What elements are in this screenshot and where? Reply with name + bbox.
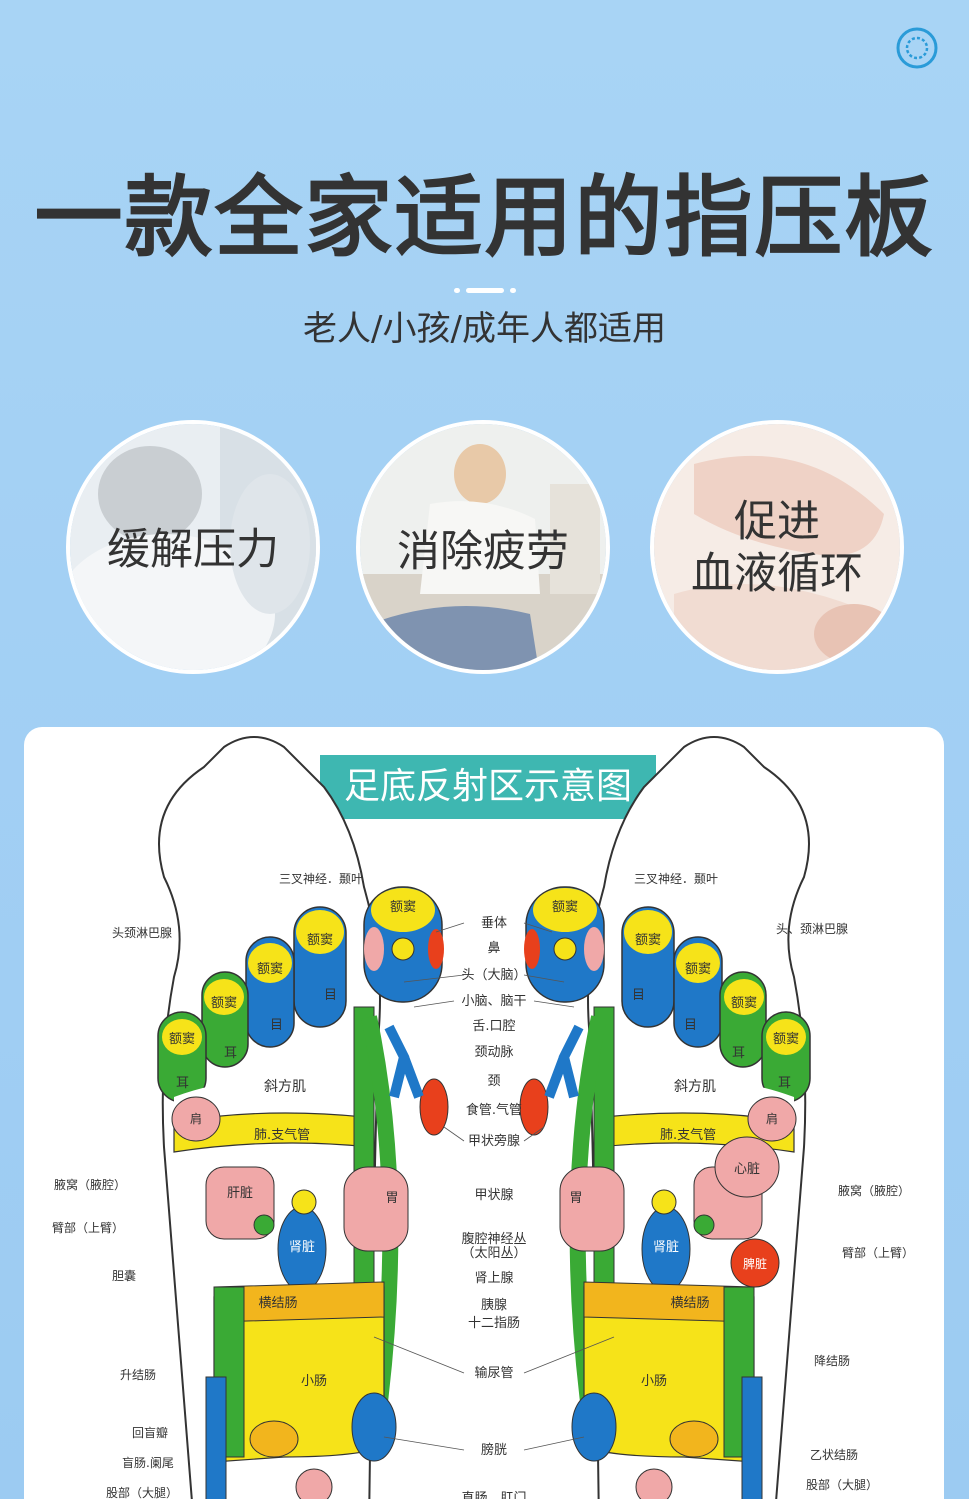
right-ear-label: 耳 [732, 1046, 745, 1061]
left-sinus-label-3: 额窦 [257, 962, 283, 977]
center-label: 垂体 [481, 916, 507, 931]
diagram-title: 足底反射区示意图 [320, 755, 656, 819]
right-shoulder-label: 肩 [766, 1111, 778, 1126]
right-heart-zone [714, 1136, 780, 1198]
right-sinus-label-2: 额窦 [635, 933, 661, 948]
outside-label: 腋窝（腋腔） [54, 1177, 126, 1192]
right-ear-label-2: 耳 [778, 1076, 791, 1091]
left-outside-labels: 头颈淋巴腺 腋窝（腋腔） 臂部（上臂） 胆囊 升结肠 回盲瓣 盲肠.阑尾 股部（… [52, 926, 178, 1499]
right-lung-label: 肺.支气管 [660, 1127, 716, 1143]
center-label: 直肠、肛门 [461, 1491, 526, 1499]
center-label: 腹腔神经丛 [461, 1231, 526, 1247]
outside-label: 回盲瓣 [132, 1425, 168, 1440]
outside-label: 盲肠.阑尾 [122, 1455, 174, 1470]
gear-icon[interactable] [895, 26, 939, 70]
left-shoulder-label: 肩 [190, 1111, 202, 1126]
right-small-intestine-label: 小肠 [641, 1374, 667, 1389]
right-sinus-label: 额窦 [552, 900, 578, 915]
benefit-label-line2: 血液循环 [691, 549, 863, 599]
left-stomach-label: 胃 [385, 1191, 398, 1206]
divider-dots [454, 288, 516, 294]
center-labels: 垂体 鼻 头（大脑） 小脑、脑干 舌.口腔 颈动脉 颈 食管.气管 甲状旁腺 甲… [461, 916, 526, 1499]
left-trapezius-label: 斜方肌 [264, 1079, 306, 1095]
left-lung-label: 肺.支气管 [254, 1127, 310, 1143]
reflexology-card: 足底反射区示意图 [24, 727, 944, 1499]
left-kidney-label: 肾脏 [289, 1240, 315, 1255]
left-sinus-label: 额窦 [390, 900, 416, 915]
right-eye-label: 目 [632, 988, 645, 1003]
center-label: 甲状腺 [474, 1188, 513, 1203]
outside-label: 升结肠 [120, 1368, 156, 1382]
center-label: 舌.口腔 [472, 1019, 515, 1034]
stress-photo [70, 424, 316, 670]
right-trigeminal-label: 三叉神经．颞叶 [634, 872, 718, 886]
right-spleen-label: 脾脏 [743, 1256, 767, 1271]
foot-reflexology-diagram: 额窦 额窦 额窦 额窦 额窦 目 目 耳 耳 斜方肌 肩 肺.支气管 肝脏 肾脏… [52, 727, 914, 1499]
right-eye-label-2: 目 [684, 1018, 697, 1033]
right-spleen-zone [730, 1238, 780, 1288]
right-trapezius-label: 斜方肌 [674, 1079, 716, 1095]
left-sinus-label-2: 额窦 [307, 933, 333, 948]
fatigue-photo [360, 424, 606, 670]
center-label: 膀胱 [481, 1442, 507, 1458]
left-trigeminal-label: 三叉神经．颞叶 [279, 872, 363, 886]
right-transverse-colon-label: 横结肠 [670, 1296, 709, 1311]
left-ear-label: 耳 [224, 1046, 237, 1061]
headline: 一款全家适用的指压板 [34, 166, 935, 269]
right-outside-labels: 头、颈淋巴腺 腋窝（腋腔） 臂部（上臂） 降结肠 乙状结肠 股部（大腿） [776, 922, 914, 1492]
left-ear-label-2: 耳 [176, 1076, 189, 1091]
outside-label: 胆囊 [112, 1268, 136, 1283]
center-label: 食管.气管 [466, 1102, 522, 1118]
left-eye-label: 目 [324, 988, 337, 1003]
outside-label: 乙状结肠 [810, 1448, 858, 1462]
center-label: （太阳丛） [461, 1246, 526, 1261]
outside-label: 股部（大腿） [106, 1485, 178, 1499]
benefit-fatigue: 消除疲劳 [356, 420, 610, 674]
benefit-label-line1: 促进 [734, 497, 820, 547]
left-sinus-label-5: 额窦 [169, 1032, 195, 1047]
subtitle: 老人/小孩/成年人都适用 [303, 309, 666, 349]
center-label: 鼻 [487, 940, 500, 956]
center-label: 胰腺 [481, 1298, 507, 1313]
outside-label: 降结肠 [814, 1354, 850, 1368]
center-label: 肾上腺 [474, 1271, 513, 1286]
outside-label: 股部（大腿） [806, 1477, 878, 1492]
right-sinus-label-3: 额窦 [685, 962, 711, 977]
center-label: 颈动脉 [474, 1045, 513, 1060]
benefit-stress-relief: 缓解压力 [66, 420, 320, 674]
left-transverse-colon-label: 横结肠 [258, 1296, 297, 1311]
outside-label: 头、颈淋巴腺 [776, 922, 848, 936]
outside-label: 腋窝（腋腔） [838, 1183, 910, 1198]
center-label: 输尿管 [474, 1365, 513, 1381]
center-label: 十二指肠 [468, 1316, 520, 1331]
benefit-label: 消除疲劳 [397, 527, 569, 577]
benefit-circulation: 促进 血液循环 [650, 420, 904, 674]
left-liver-label: 肝脏 [227, 1186, 253, 1201]
right-sinus-label-4: 额窦 [731, 996, 757, 1011]
outside-label: 臂部（上臂） [842, 1245, 914, 1260]
center-label: 小脑、脑干 [461, 994, 526, 1009]
benefit-label: 缓解压力 [107, 525, 279, 575]
right-kidney-label: 肾脏 [653, 1240, 679, 1255]
left-small-intestine-label: 小肠 [301, 1374, 327, 1389]
left-sinus-label-4: 额窦 [211, 996, 237, 1011]
center-label: 头（大脑） [461, 968, 526, 983]
outside-label: 头颈淋巴腺 [112, 926, 172, 940]
right-heart-label: 心脏 [734, 1162, 760, 1177]
circulation-photo [654, 424, 900, 670]
outside-label: 臂部（上臂） [52, 1220, 124, 1235]
center-label: 颈 [487, 1074, 500, 1089]
leader-lines [373, 922, 615, 1451]
right-stomach-label: 胃 [569, 1191, 582, 1206]
center-label: 甲状旁腺 [468, 1133, 520, 1149]
left-eye-label-2: 目 [270, 1018, 283, 1033]
right-sinus-label-5: 额窦 [773, 1032, 799, 1047]
